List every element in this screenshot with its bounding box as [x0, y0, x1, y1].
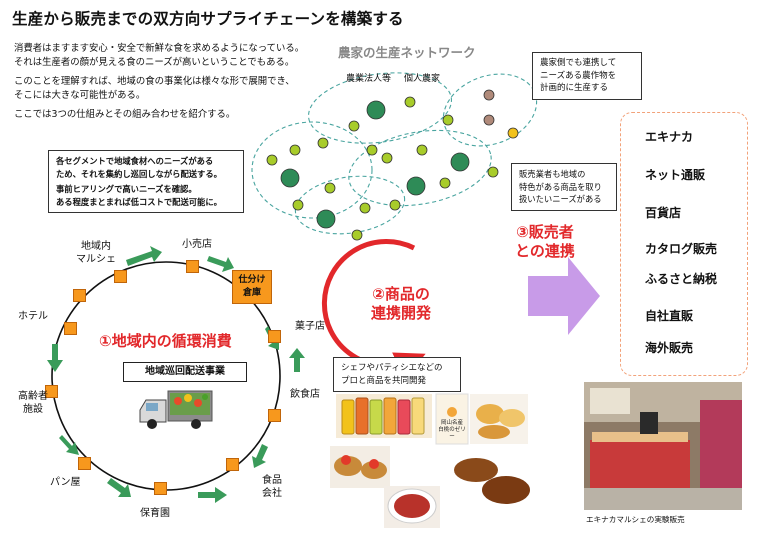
farm-dot — [487, 166, 499, 178]
product-development-title: ②商品の 連携開発 — [371, 285, 432, 322]
node-hotel — [64, 322, 77, 335]
jelly-label: 岡山名産 白桃のゼリー — [438, 420, 466, 440]
farm-dot — [289, 144, 301, 156]
farm-corp-dot — [406, 176, 426, 196]
seller-side-dot — [507, 127, 519, 139]
network-title: 農家の生産ネットワーク — [338, 45, 476, 60]
intro-line-4: そこには大きな可能性がある。 — [14, 90, 146, 101]
arrow-icon — [289, 348, 305, 372]
farm-cooperation-note: 農家側でも連携して ニーズある農作物を 計画的に生産する — [532, 52, 642, 100]
label-elderly: 高齢者 施設 — [18, 391, 48, 415]
node-elderly — [45, 385, 58, 398]
farm-dot — [389, 199, 401, 211]
warehouse-box: 仕分け 倉庫 — [232, 270, 272, 304]
channel-department-store: 百貨店 — [645, 206, 682, 220]
farm-dot — [439, 177, 451, 189]
farm-dot — [351, 229, 363, 241]
dorayaki-photo — [448, 452, 530, 512]
network-group — [348, 129, 492, 207]
node-upper-left — [73, 289, 86, 302]
farm-dot — [442, 114, 454, 126]
seller-cooperation-title: ③販売者 との連携 — [515, 223, 575, 260]
store-photo-caption: エキナカマルシェの実験販売 — [586, 515, 685, 524]
node-retail — [186, 260, 199, 273]
label-restaurant: 飲食店 — [290, 389, 320, 400]
label-confectionery: 菓子店 — [295, 321, 325, 332]
network-group — [442, 73, 538, 147]
node-restaurant — [268, 409, 281, 422]
label-hotel: ホテル — [18, 311, 48, 322]
channel-furusato: ふるさと納税 — [645, 272, 718, 286]
truck-icon — [139, 390, 213, 429]
loop-arrows — [47, 246, 305, 503]
farm-dot — [317, 137, 329, 149]
label-marche: 地域内 マルシェ — [76, 241, 116, 265]
node-nursery — [154, 482, 167, 495]
node-bakery — [78, 457, 91, 470]
farm-dot — [324, 182, 336, 194]
channel-online: ネット通販 — [645, 168, 706, 182]
tart-photo — [330, 446, 390, 488]
intro-line-3: このことを理解すれば、地域の食の事業化は様々な形で展開でき、 — [14, 76, 295, 87]
arrow-icon — [59, 435, 79, 455]
seller-side-dot — [483, 114, 495, 126]
arrow-icon — [207, 256, 234, 272]
channel-overseas: 海外販売 — [645, 341, 694, 355]
product-note: シェフやパティシエなどの プロと商品を共同開発 — [333, 357, 461, 392]
soup-photo — [384, 486, 440, 528]
farm-corp-dot — [316, 209, 336, 229]
arrow-icon — [107, 478, 131, 497]
delivery-business-box: 地域巡回配送事業 — [123, 362, 247, 382]
label-retail: 小売店 — [182, 239, 212, 250]
farmer-dots — [266, 89, 519, 241]
jars-photo — [336, 394, 432, 438]
store-photo — [584, 382, 742, 510]
loop-title: ①地域内の循環消費 — [99, 332, 232, 350]
farm-dot — [416, 144, 428, 156]
arrow-icon — [126, 246, 162, 266]
sales-channel-box — [620, 112, 748, 376]
farm-corp-dot — [366, 100, 386, 120]
farm-dot — [292, 199, 304, 211]
network-group — [251, 121, 373, 219]
loop-note: 各セグメントで地域食材へのニーズがある ため、それを集約し巡回しながら配送する。… — [48, 150, 244, 213]
channel-catalog: カタログ販売 — [645, 242, 718, 256]
label-bakery: パン屋 — [50, 477, 81, 488]
farm-dot — [348, 120, 360, 132]
farm-corp-dot — [280, 168, 300, 188]
intro-line-2: それは生産者の顔が見える食のニーズが高いということでもある。 — [14, 57, 295, 68]
cakes-photo — [470, 394, 528, 444]
arrow-icon — [198, 487, 227, 503]
farm-dot — [381, 152, 393, 164]
farm-dot — [266, 154, 278, 166]
farm-dot — [359, 202, 371, 214]
seller-arrow-icon — [528, 257, 600, 335]
page-title: 生産から販売までの双方向サプライチェーンを構築する — [12, 10, 404, 28]
label-nursery: 保育園 — [140, 508, 170, 519]
farm-dot — [404, 96, 416, 108]
seller-side-dot — [483, 89, 495, 101]
channel-ekinaka: エキナカ — [645, 130, 694, 144]
node-marche — [114, 270, 127, 283]
label-individual-farmer: 個人農家 — [404, 74, 441, 84]
arrow-icon — [252, 444, 268, 468]
label-food-company: 食品 会社 — [262, 475, 282, 499]
arrow-icon — [47, 344, 63, 372]
node-food-company — [226, 458, 239, 471]
node-confectionery — [268, 330, 281, 343]
farm-dot — [366, 144, 378, 156]
intro-line-5: ここでは3つの仕組みとその組み合わせを紹介する。 — [14, 109, 236, 120]
jelly-photo — [435, 393, 469, 445]
seller-needs-note: 販売業者も地域の 特色がある商品を取り 扱いたいニーズがある — [511, 163, 617, 211]
farm-corp-dot — [450, 152, 470, 172]
channel-direct: 自社直販 — [645, 309, 694, 323]
label-agri-corp: 農業法人等 — [346, 74, 392, 84]
network-group — [307, 72, 453, 144]
intro-line-1: 消費者はますます安心・安全で新鮮な食を求めるようになっている。 — [14, 43, 305, 54]
